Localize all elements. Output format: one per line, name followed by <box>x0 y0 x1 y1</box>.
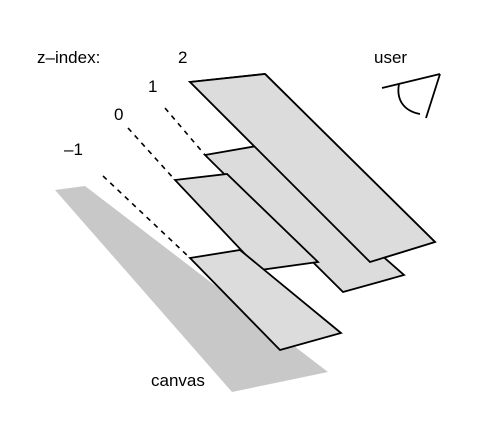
canvas-label: canvas <box>151 371 205 390</box>
z-index-label: z–index: <box>37 48 100 67</box>
layer-2-top <box>188 73 437 264</box>
eye-icon <box>381 73 441 119</box>
layer-label-2: 2 <box>178 48 187 67</box>
layer-label-0: 0 <box>114 105 123 124</box>
layer-label-neg1: –1 <box>64 140 83 159</box>
user-label: user <box>374 48 407 67</box>
canvas-shape <box>55 186 328 392</box>
layer-0 <box>173 173 320 271</box>
guide-line-1 <box>164 107 206 156</box>
guide-line-0 <box>127 127 176 181</box>
layer-label-1: 1 <box>148 77 157 96</box>
layer-neg1 <box>188 249 343 352</box>
